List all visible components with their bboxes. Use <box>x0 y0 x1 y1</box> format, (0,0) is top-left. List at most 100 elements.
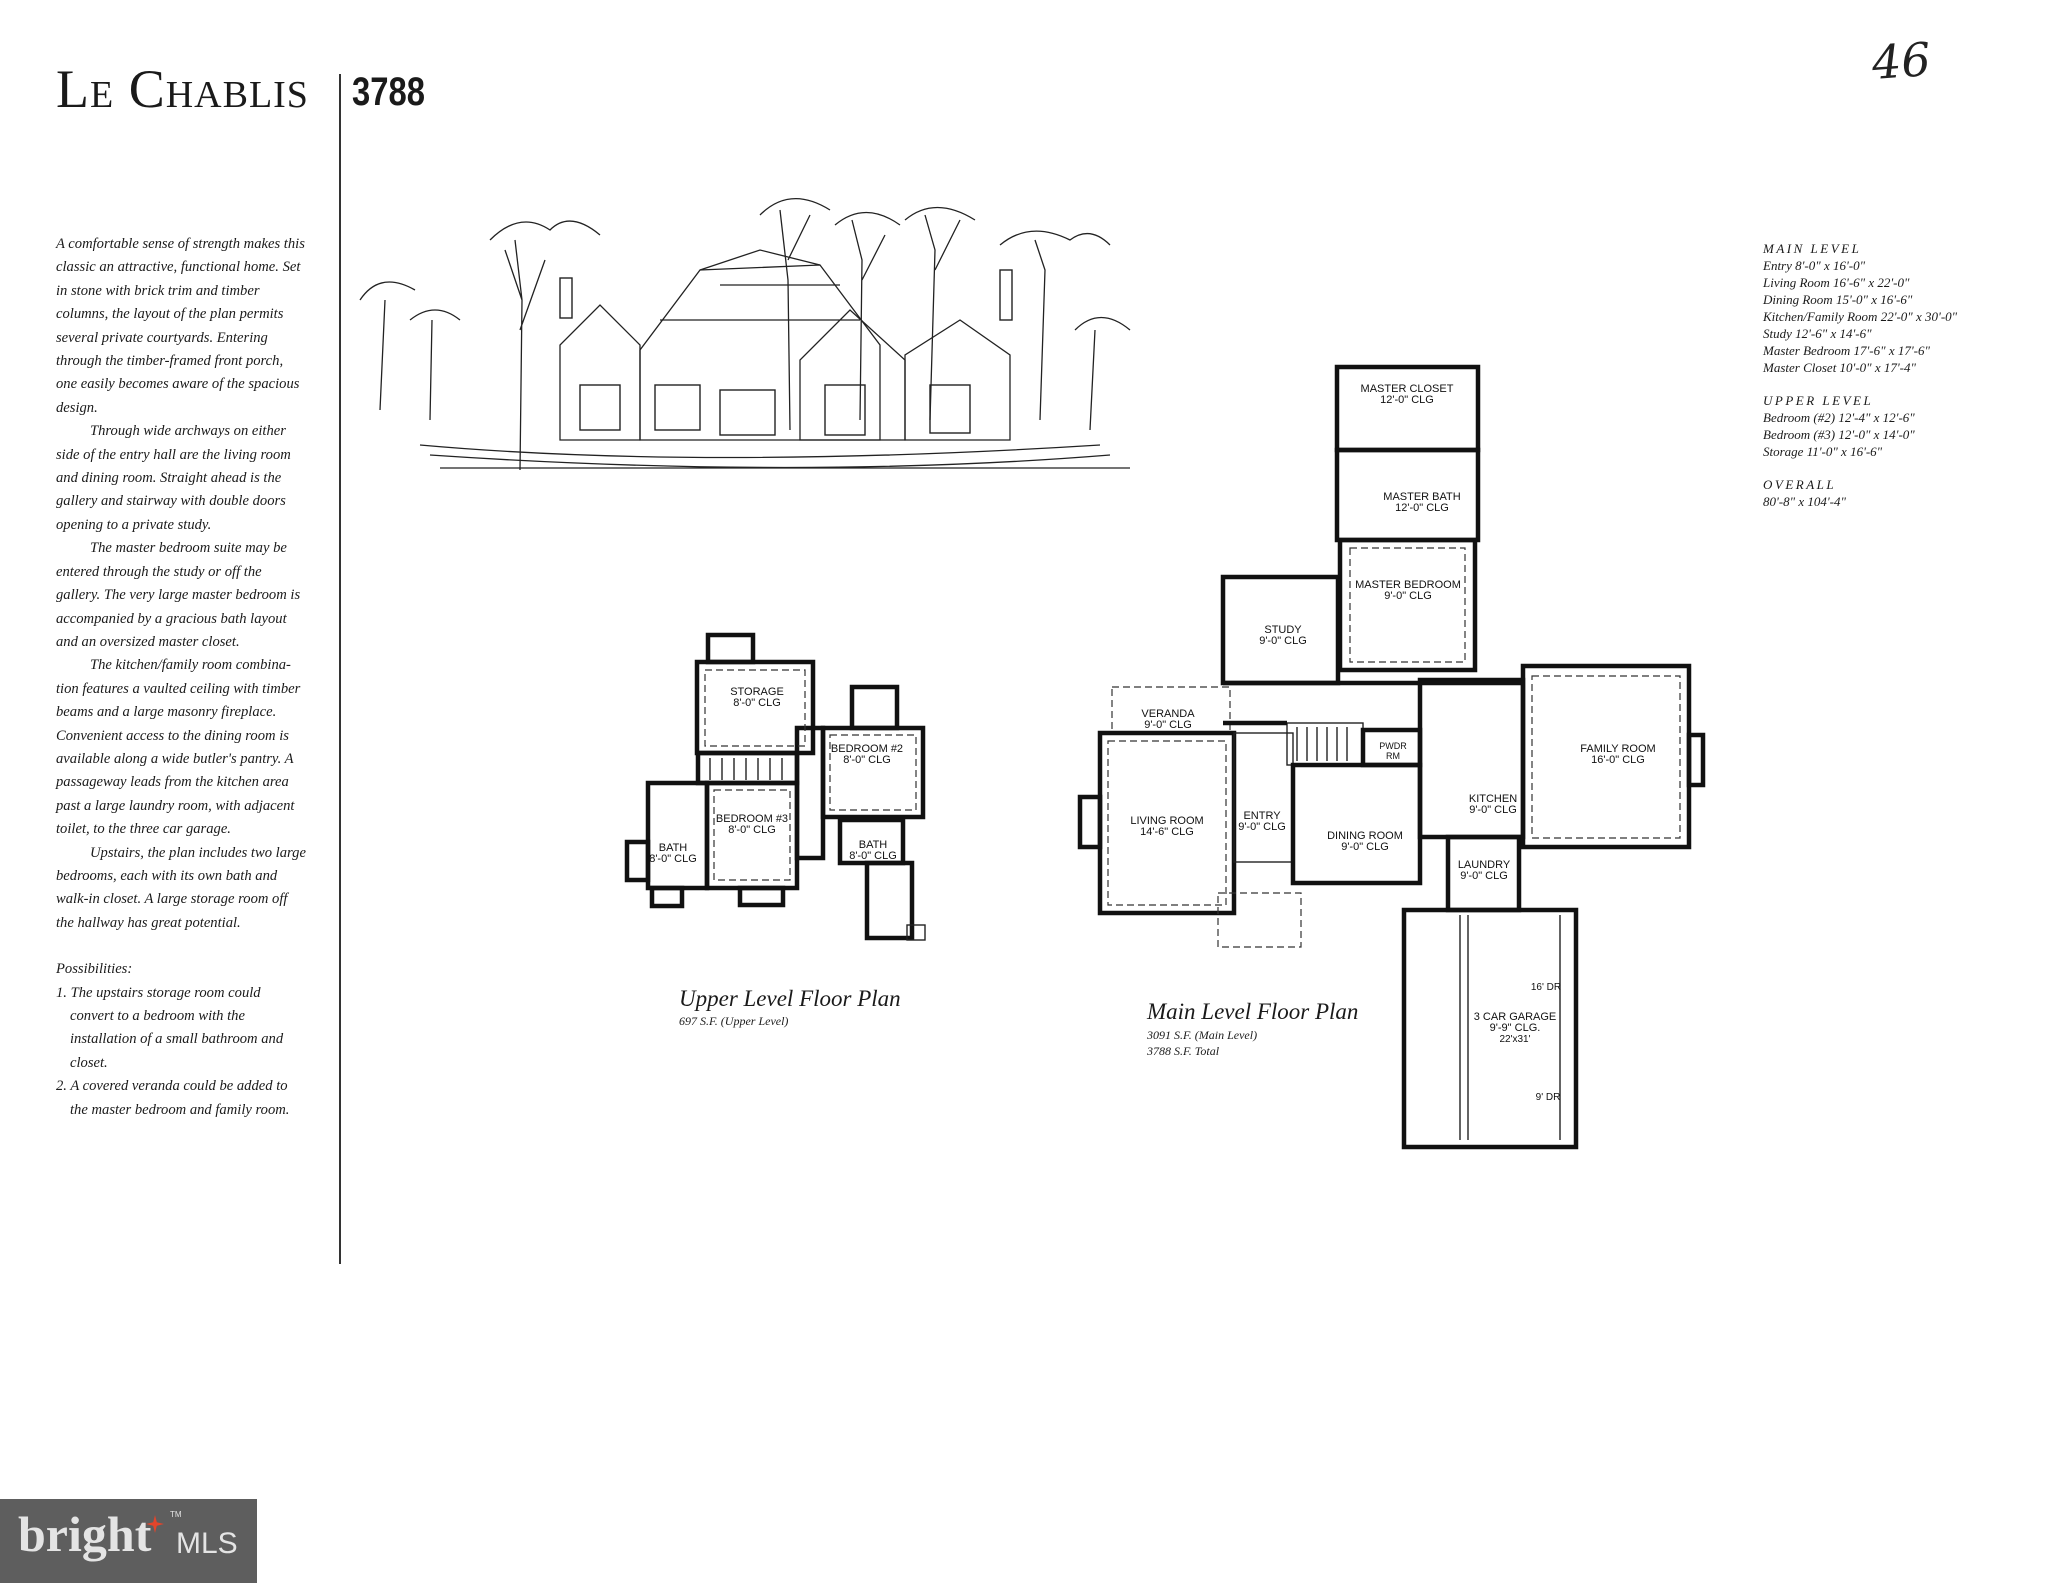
description-line: available along a wide butler's pantry. … <box>56 750 294 767</box>
bright-mls-logo: bright TM MLS <box>0 1499 257 1583</box>
main-plan-area: 3091 S.F. (Main Level) <box>1147 1028 1258 1042</box>
description-line: through the timber-framed front porch, <box>56 353 284 370</box>
overall-heading: OVERALL <box>1763 477 1837 492</box>
fireplace <box>1077 794 1103 850</box>
main-plan-title: Main Level Floor Plan <box>1147 999 1359 1024</box>
spec-line: Master Closet 10'-0" x 17'-4" <box>1763 360 1916 375</box>
plan-title: Le Chablis <box>56 59 309 119</box>
description-line: Through wide archways on either <box>90 423 286 440</box>
spec-line: Master Bedroom 17'-6" x 17'-6" <box>1763 343 1930 358</box>
spec-line: Living Room 16'-6" x 22'-0" <box>1763 275 1910 290</box>
description-line: Upstairs, the plan includes two large <box>90 844 306 861</box>
description-line: opening to a private study. <box>56 516 212 533</box>
main-level-list: Entry 8'-0" x 16'-0"Living Room 16'-6" x… <box>1763 257 1957 376</box>
description-line: and an oversized master closet. <box>56 633 240 650</box>
logo-suffix: MLS <box>176 1527 238 1560</box>
description-line: The kitchen/family room combina- <box>90 657 291 674</box>
description-column: A comfortable sense of strength makes th… <box>56 233 326 1122</box>
total-area: 3788 S.F. Total <box>1147 1044 1220 1058</box>
description-line: gallery. The very large master bedroom i… <box>56 587 301 604</box>
spec-line: Kitchen/Family Room 22'-0" x 30'-0" <box>1763 309 1958 324</box>
ceiling-label: 16'-0" CLG <box>1591 754 1645 766</box>
room-label: KITCHEN <box>1469 793 1517 805</box>
room-label: MASTER BATH <box>1383 491 1460 503</box>
room-label: FAMILY ROOM <box>1580 743 1655 755</box>
description-line: and dining room. Straight ahead is the <box>56 470 282 487</box>
upper-level-list: Bedroom (#2) 12'-4" x 12'-6" Bedroom (#3)… <box>1763 409 1957 460</box>
possibility-line: installation of a small bathroom and <box>70 1031 284 1048</box>
house-rendering <box>359 198 1131 471</box>
dining-room <box>1290 762 1423 886</box>
master-bedroom <box>1337 537 1478 673</box>
ceiling-label: 9'-9" CLG. <box>1490 1022 1541 1034</box>
ceiling-label: 9'-0" CLG <box>1341 841 1389 853</box>
description-line: toilet, to the three car garage. <box>56 821 231 838</box>
spec-line: Dining Room 15'-0" x 16'-6" <box>1763 292 1913 307</box>
bedroom-2 <box>820 725 926 820</box>
ceiling-label: 8'-0" CLG <box>728 824 776 836</box>
room-label: MASTER CLOSET <box>1361 383 1454 395</box>
master-closet <box>1334 364 1481 453</box>
description-line: entered through the study or off the <box>56 563 262 580</box>
spec-line: Storage 11'-0" x 16'-6" <box>1763 444 1883 459</box>
description-line: design. <box>56 399 98 416</box>
room-label: DINING ROOM <box>1327 830 1403 842</box>
room-label: LIVING ROOM <box>1130 815 1203 827</box>
upper-level-floor-plan: STORAGE 8'-0" CLG BEDROOM #2 8'-0" CLG B… <box>624 632 926 941</box>
description-line: the hallway has great potential. <box>56 914 241 931</box>
room-label: BEDROOM #3 <box>716 813 788 825</box>
possibility-line: 1. The upstairs storage room could <box>56 984 261 1001</box>
house-sketch <box>419 249 1130 469</box>
spec-line: Study 12'-6" x 14'-6" <box>1763 326 1872 341</box>
overall-specs: OVERALL 80'-8" x 104'-4" <box>1763 476 1957 510</box>
main-level-floor-plan: MASTER CLOSET 12'-0" CLG MASTER BATH 12'… <box>1077 364 1706 1150</box>
main-level-specs: MAIN LEVEL Entry 8'-0" x 16'-0"Living Ro… <box>1763 240 1957 376</box>
description-line: Convenient access to the dining room is <box>56 727 289 744</box>
porch <box>1217 892 1302 948</box>
column-divider <box>339 74 341 1264</box>
description-line: columns, the layout of the plan permits <box>56 306 284 323</box>
description-line: beams and a large masonry fireplace. <box>56 704 277 721</box>
ceiling-label: 8'-0" CLG <box>733 697 781 709</box>
description-line: gallery and stairway with double doors <box>56 493 286 510</box>
room-label: MASTER BEDROOM <box>1355 579 1461 591</box>
description-line: past a large laundry room, with adjacent <box>56 797 295 814</box>
description-line: walk-in closet. A large storage room off <box>56 891 288 908</box>
ceiling-label: 9'-0" CLG <box>1469 804 1517 816</box>
room-label: PWDR <box>1379 741 1407 751</box>
room-label: STUDY <box>1264 624 1302 636</box>
logo-brand: bright <box>18 1506 152 1562</box>
description-line: tion features a vaulted ceiling with tim… <box>56 680 301 697</box>
ceiling-label: 9'-0" CLG <box>1460 870 1508 882</box>
room-label: VERANDA <box>1141 708 1195 720</box>
room-label: BEDROOM #2 <box>831 743 903 755</box>
main-level-heading: MAIN LEVEL <box>1763 241 1862 256</box>
garage-size: 22'x31' <box>1499 1034 1530 1045</box>
ceiling-label: 9'-0" CLG <box>1238 821 1286 833</box>
ceiling-label: 12'-0" CLG <box>1380 394 1434 406</box>
room-label: LAUNDRY <box>1458 859 1511 871</box>
ceiling-label: 9'-0" CLG <box>1384 590 1432 602</box>
description-line: side of the entry hall are the living ro… <box>56 446 291 463</box>
plan-number: 3788 <box>352 70 425 114</box>
possibility-line: convert to a bedroom with the <box>70 1008 245 1024</box>
trees-sketch <box>359 198 1131 471</box>
fireplace <box>1686 732 1706 788</box>
spec-line: Bedroom (#2) 12'-4" x 12'-6" <box>1763 410 1915 425</box>
main-plan-caption: Main Level Floor Plan 3091 S.F. (Main Le… <box>1147 1000 1358 1059</box>
description-line: The master bedroom suite may be <box>90 540 287 557</box>
possibility-line: closet. <box>70 1054 108 1071</box>
overall-dimensions: 80'-8" x 104'-4" <box>1763 494 1846 509</box>
description-line: classic an attractive, functional home. … <box>56 259 301 276</box>
room-label: 3 CAR GARAGE <box>1474 1011 1557 1023</box>
door-label: 16' DR <box>1531 982 1561 993</box>
room-dimensions: MAIN LEVEL Entry 8'-0" x 16'-0"Living Ro… <box>1763 240 1957 526</box>
upper-plan-title: Upper Level Floor Plan <box>679 986 901 1011</box>
room-label: ENTRY <box>1243 810 1281 822</box>
spec-line: Bedroom (#3) 12'-0" x 14'-0" <box>1763 427 1915 442</box>
description-line: one easily becomes aware of the spacious <box>56 376 300 393</box>
room-label: RM <box>1386 751 1400 761</box>
description-line: A comfortable sense of strength makes th… <box>56 236 305 252</box>
possibility-line: 2. A covered veranda could be added to <box>56 1078 288 1095</box>
ceiling-label: 8'-0" CLG <box>649 853 697 865</box>
